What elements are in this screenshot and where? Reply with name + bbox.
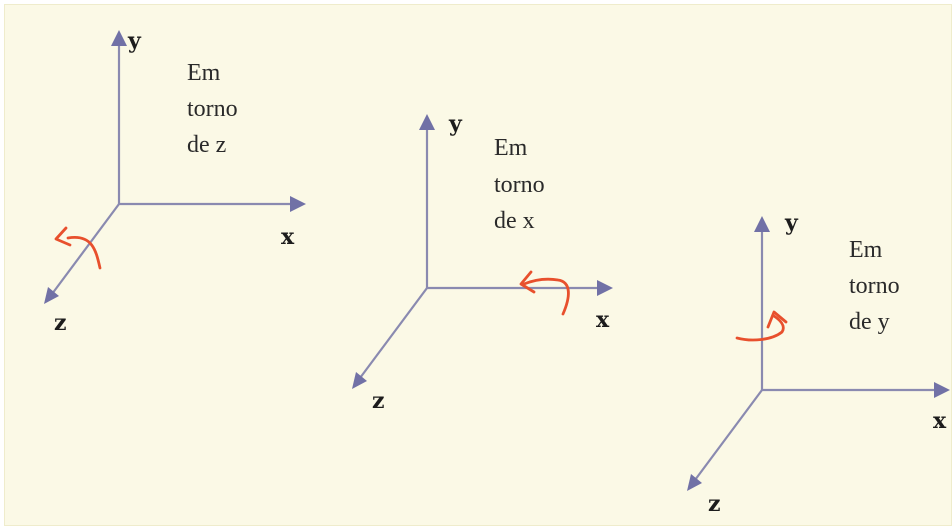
x-axis-label: x [596,307,610,333]
diagram-rotation-z: y x z Em torno de z [44,28,306,336]
rotation-arrow-x [522,277,570,316]
x-axis-label: x [281,224,295,250]
caption-line-1: Em [849,237,883,263]
y-axis-label: y [127,28,142,54]
caption-line-3: de z [187,132,226,158]
rotation-arrow-z [66,236,102,270]
caption-line-2: torno [849,273,900,299]
rotation-arrowhead-x [519,270,536,294]
rotation-arrowhead-y [766,310,788,329]
figure-panel [4,4,952,526]
caption-line-1: Em [187,60,221,86]
z-axis-label: z [372,388,385,414]
diagram-rotation-y: y x z Em torno de y [687,210,950,517]
x-axis-arrowhead [934,382,950,398]
caption-line-3: de y [849,309,890,335]
caption-line-2: torno [494,172,545,198]
x-axis-arrowhead [290,196,306,212]
y-axis-arrowhead [419,114,435,130]
y-axis-arrowhead [754,216,770,232]
rotation-arrowhead-z [54,226,72,247]
z-axis [694,389,763,481]
z-axis [51,203,120,295]
y-axis-arrowhead [111,30,127,46]
diagram-rotation-x: y x z Em torno de x [352,111,613,414]
z-axis-arrowhead [687,474,702,491]
z-axis-arrowhead [352,372,367,389]
x-axis-arrowhead [597,280,613,296]
z-axis-arrowhead [44,287,59,304]
z-axis-label: z [54,310,67,336]
y-axis-label: y [448,111,463,137]
y-axis-label: y [784,210,799,236]
caption-line-2: torno [187,96,238,122]
x-axis-label: x [933,408,947,434]
z-axis [359,287,428,379]
caption-line-3: de x [494,208,535,234]
caption-line-1: Em [494,135,528,161]
z-axis-label: z [708,491,721,517]
rotation-arrow-y [735,314,785,342]
